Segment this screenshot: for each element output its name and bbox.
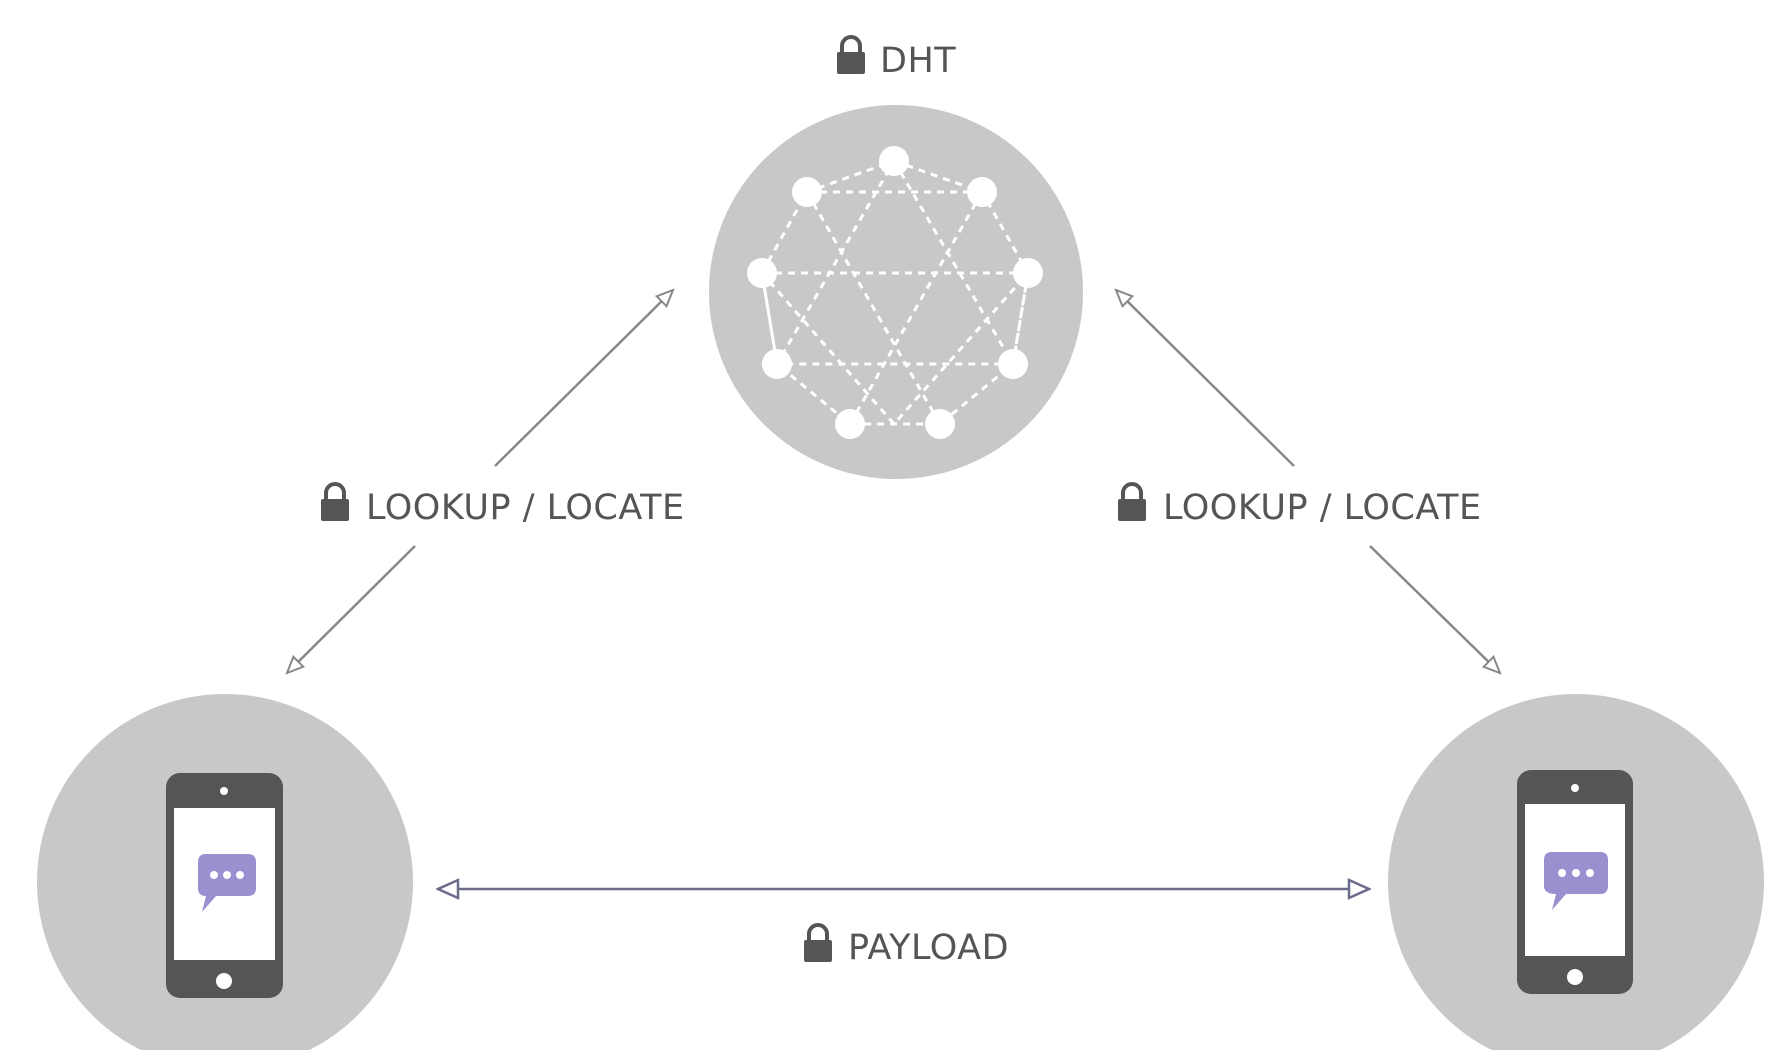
left-lookup-text: LOOKUP / LOCATE [366,488,685,528]
dht-label: DHT [880,41,956,81]
lock-icon [802,923,834,964]
right-lookup-label: LOOKUP / LOCATE [1116,482,1482,528]
chat-bubble-icon [198,854,256,912]
right-lookup-text: LOOKUP / LOCATE [1163,488,1482,528]
dht-title: DHT [835,35,956,81]
chat-bubble-icon [1544,852,1608,910]
lock-icon [1116,482,1148,523]
left-lookup-label: LOOKUP / LOCATE [319,482,685,528]
lock-icon [319,482,351,523]
dht-node [709,105,1083,479]
dht-mesh-icon [758,158,1032,427]
lock-icon [835,35,867,76]
payload-label: PAYLOAD [802,923,1009,968]
right-lookup-arrow [1116,290,1500,673]
dht-peer-nodes [747,146,1043,439]
right-device-node [1388,694,1764,1050]
left-device-node [37,694,413,1050]
payload-text: PAYLOAD [848,928,1009,968]
left-lookup-arrow [287,290,673,673]
